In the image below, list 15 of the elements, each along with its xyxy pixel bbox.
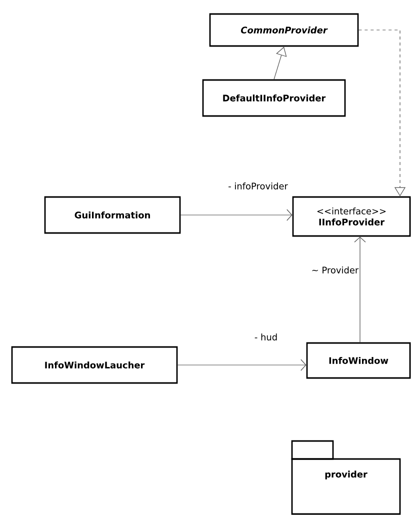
- package-box: provider: [291, 440, 401, 515]
- class-box: InfoWindow: [306, 342, 411, 379]
- edge-label: - infoProvider: [228, 182, 288, 190]
- arrow: [274, 46, 287, 80]
- class-box: <<interface>> IInfoProvider: [292, 196, 411, 237]
- arrow: [358, 30, 406, 196]
- class-box: GuiInformation: [44, 196, 181, 234]
- arrow: [354, 236, 366, 343]
- class-box: CommonProvider: [209, 13, 359, 47]
- class-box: DefaultIInfoProvider: [202, 79, 346, 117]
- edge-label: ~ Provider: [312, 266, 359, 274]
- class-box: InfoWindowLaucher: [11, 346, 178, 384]
- edge-label: - hud: [254, 334, 277, 340]
- arrow: [177, 359, 306, 371]
- arrow: [180, 209, 292, 221]
